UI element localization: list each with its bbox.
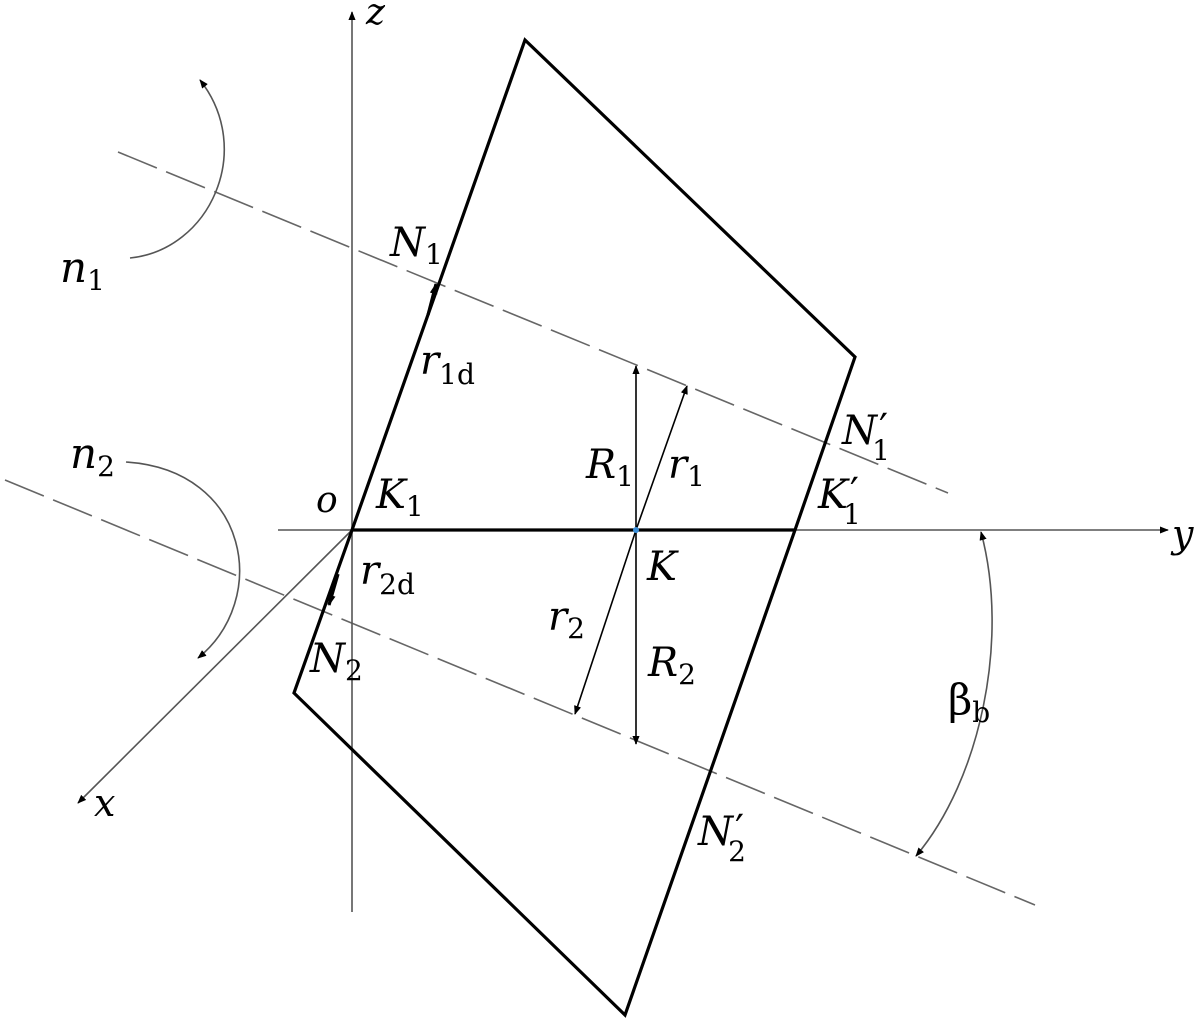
r1d-direction-arrow (426, 282, 438, 316)
label-N2-prime: N′2 (697, 807, 746, 868)
label-N1-prime: N′1 (841, 406, 890, 467)
axis-n1-dashed-line (117, 151, 949, 494)
label-n1: n1 (60, 243, 105, 297)
x-axis (77, 529, 353, 804)
axis-n2-dashed-line (4, 479, 1036, 906)
label-beta-b: βb (948, 675, 990, 729)
label-R1: R1 (585, 442, 634, 493)
point-K (633, 527, 639, 533)
label-z-axis: z (365, 0, 386, 33)
r1-arrow (635, 385, 688, 531)
quadrilateral-outline (292, 37, 857, 1018)
label-R2: R2 (647, 640, 696, 691)
label-y-axis: y (1170, 512, 1194, 556)
label-K1-prime: K′1 (817, 470, 861, 531)
label-K: K (646, 544, 679, 590)
beta-b-angle-arc (915, 531, 993, 857)
r2d-direction-arrow (327, 573, 340, 607)
r2-arrow (574, 529, 637, 715)
label-K1: K1 (375, 472, 424, 523)
label-N1: N1 (389, 220, 443, 271)
n1-rotation-arc (129, 79, 226, 259)
label-r1: r1 (668, 442, 705, 493)
label-N2: N2 (309, 636, 363, 687)
label-r1d: r1d (420, 338, 475, 391)
n2-rotation-arc (125, 461, 241, 659)
label-origin: o (316, 480, 338, 521)
label-n2: n2 (70, 429, 115, 483)
label-x-axis: x (94, 781, 115, 825)
label-r2: r2 (548, 594, 585, 645)
label-r2d: r2d (360, 548, 415, 601)
